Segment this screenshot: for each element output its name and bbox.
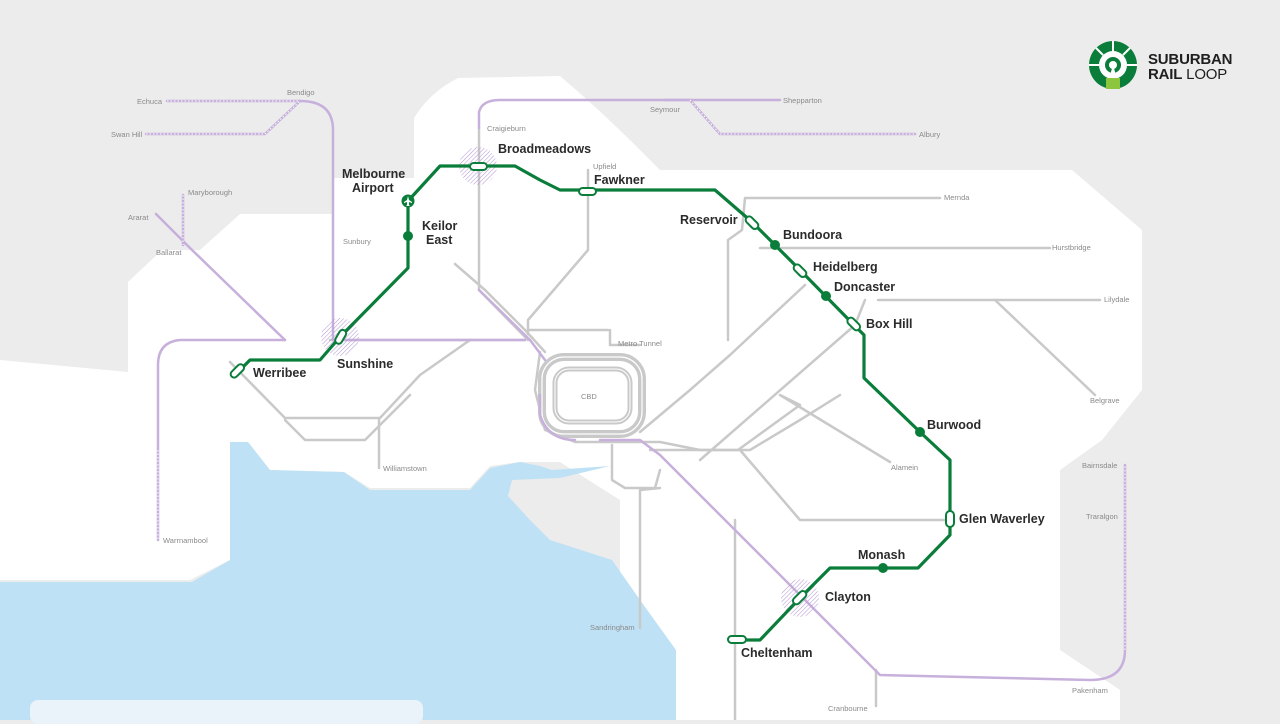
airplane-icon	[404, 196, 412, 206]
label-maryborough: Maryborough	[188, 188, 232, 197]
station-marker-fawkner[interactable]	[578, 187, 597, 196]
station-marker-reservoir[interactable]	[744, 215, 760, 231]
station-marker-heidelberg[interactable]	[792, 263, 808, 279]
station-marker-monash[interactable]	[878, 563, 888, 573]
station-marker-burwood[interactable]	[915, 427, 925, 437]
station-marker-broadmeadows[interactable]	[469, 162, 488, 171]
label-monash[interactable]: Monash	[858, 548, 905, 562]
station-marker-glen-waverley[interactable]	[945, 510, 955, 528]
label-keilor-east-line2[interactable]: East	[426, 233, 453, 247]
label-pakenham: Pakenham	[1072, 686, 1108, 695]
label-williamstown: Williamstown	[383, 464, 427, 473]
label-sunshine[interactable]: Sunshine	[337, 357, 393, 371]
label-craigieburn: Craigieburn	[487, 124, 526, 133]
city-loop	[538, 353, 646, 438]
port-phillip-bay	[0, 442, 676, 720]
label-ararat: Ararat	[128, 213, 149, 222]
label-reservoir[interactable]: Reservoir	[680, 213, 738, 227]
srl-station-labels: Werribee Sunshine Melbourne Airport Keil…	[253, 142, 1045, 660]
metro-lines	[228, 126, 1102, 720]
bottom-panel	[30, 700, 423, 724]
label-heidelberg[interactable]: Heidelberg	[813, 260, 878, 274]
station-marker-box-hill[interactable]	[846, 316, 862, 332]
land-mass	[0, 76, 1142, 720]
station-marker-werribee[interactable]	[229, 363, 246, 379]
label-burwood[interactable]: Burwood	[927, 418, 981, 432]
regional-lines	[144, 98, 1127, 682]
label-bendigo: Bendigo	[287, 88, 315, 97]
label-upfield: Upfield	[593, 162, 616, 171]
label-mernda: Mernda	[944, 193, 970, 202]
station-marker-melbourne-airport[interactable]	[401, 194, 415, 208]
label-clayton[interactable]: Clayton	[825, 590, 871, 604]
label-cranbourne: Cranbourne	[828, 704, 868, 713]
label-bundoora[interactable]: Bundoora	[783, 228, 843, 242]
station-marker-sunshine[interactable]	[334, 328, 348, 345]
label-keilor-east-line1[interactable]: Keilor	[422, 219, 458, 233]
label-box-hill[interactable]: Box Hill	[866, 317, 913, 331]
label-doncaster[interactable]: Doncaster	[834, 280, 895, 294]
label-hurstbridge: Hurstbridge	[1052, 243, 1091, 252]
srl-logo-icon	[1089, 41, 1137, 89]
label-ballarat: Ballarat	[156, 248, 182, 257]
label-metro-tunnel: Metro Tunnel	[618, 339, 662, 348]
label-werribee[interactable]: Werribee	[253, 366, 306, 380]
station-marker-cheltenham[interactable]	[727, 635, 747, 644]
label-lilydale: Lilydale	[1104, 295, 1129, 304]
label-albury: Albury	[919, 130, 941, 139]
label-swan-hill: Swan Hill	[111, 130, 143, 139]
brand-logo[interactable]: SUBURBAN RAIL LOOP	[1086, 40, 1256, 92]
brand-wordmark: SUBURBAN RAIL LOOP	[1148, 52, 1232, 82]
label-belgrave: Belgrave	[1090, 396, 1120, 405]
brand-line2-bold: RAIL	[1148, 66, 1183, 83]
label-cheltenham[interactable]: Cheltenham	[741, 646, 813, 660]
label-warrnambool: Warrnambool	[163, 536, 208, 545]
brand-line2: RAIL LOOP	[1148, 67, 1232, 82]
station-marker-keilor-east[interactable]	[403, 231, 413, 241]
brand-line1: SUBURBAN	[1148, 51, 1233, 68]
regional-dotted	[146, 99, 1126, 650]
label-seymour: Seymour	[650, 105, 681, 114]
label-fawkner[interactable]: Fawkner	[594, 173, 645, 187]
label-echuca: Echuca	[137, 97, 163, 106]
minor-labels: Echuca Bendigo Swan Hill Maryborough Ara…	[111, 88, 1129, 713]
station-marker-doncaster[interactable]	[821, 291, 831, 301]
label-cbd: CBD	[581, 392, 597, 401]
label-traralgon: Traralgon	[1086, 512, 1118, 521]
station-marker-clayton[interactable]	[791, 589, 808, 606]
station-marker-bundoora[interactable]	[770, 240, 780, 250]
label-melbourne-airport-line2[interactable]: Airport	[352, 181, 395, 195]
label-sunbury: Sunbury	[343, 237, 371, 246]
label-glen-waverley[interactable]: Glen Waverley	[959, 512, 1045, 526]
label-sandringham: Sandringham	[590, 623, 635, 632]
srl-station-markers	[229, 162, 955, 644]
label-broadmeadows[interactable]: Broadmeadows	[498, 142, 591, 156]
label-shepparton: Shepparton	[783, 96, 822, 105]
label-bairnsdale: Bairnsdale	[1082, 461, 1117, 470]
label-alamein: Alamein	[891, 463, 918, 472]
label-melbourne-airport-line1[interactable]: Melbourne	[342, 167, 405, 181]
brand-line2-light: LOOP	[1186, 66, 1228, 83]
